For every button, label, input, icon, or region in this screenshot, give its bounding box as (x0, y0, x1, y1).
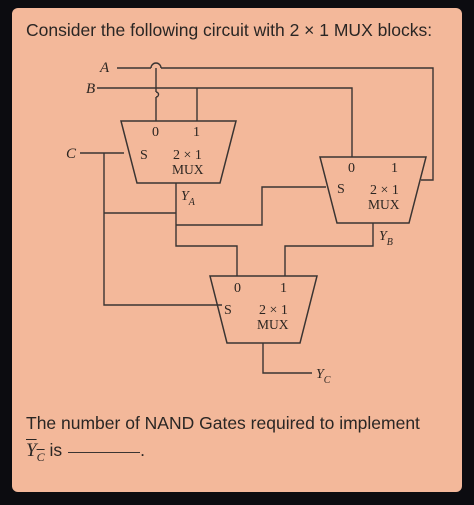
mux-c-in1: 1 (280, 281, 287, 296)
mux-c-output-label: YC (316, 367, 331, 386)
mux-b-output-label: YB (379, 229, 393, 248)
mux-a-name: MUX (172, 162, 204, 177)
mux-b-in0: 0 (348, 161, 355, 176)
question-text: Consider the following circuit with 2 × … (26, 20, 433, 40)
is-text: is (49, 440, 63, 460)
mux-b-size: 2 × 1 (370, 183, 399, 198)
question-footer: The number of NAND Gates required to imp… (26, 410, 420, 471)
wire-mux-a-input-0 (155, 68, 160, 121)
mux-b-select: S (337, 182, 345, 197)
mux-c-name: MUX (257, 317, 289, 332)
mux-c-in0: 0 (234, 281, 241, 296)
input-label-B: B (86, 81, 95, 97)
mux-c-size: 2 × 1 (259, 303, 288, 318)
trailing-period: . (140, 440, 145, 460)
mux-b: 0 1 S 2 × 1 MUX YB (319, 156, 427, 248)
mux-a-output-label: YA (181, 189, 196, 208)
mux-c-body (209, 275, 318, 344)
mux-b-name: MUX (368, 197, 400, 212)
wire-Y-B (284, 223, 374, 276)
mux-a-in0: 0 (152, 125, 159, 140)
answer-blank[interactable] (68, 450, 141, 453)
wire-Y-C (262, 343, 312, 374)
input-label-A: A (99, 60, 110, 76)
mux-a-select: S (140, 148, 148, 163)
wire-A (117, 62, 434, 181)
mux-b-in1: 1 (391, 161, 398, 176)
input-label-C: C (66, 146, 77, 162)
mux-a-in1: 1 (193, 125, 200, 140)
mux-c: 0 1 S 2 × 1 MUX YC (209, 275, 331, 386)
footer-line-2: YC is. (26, 437, 420, 471)
y-c-complement: YC (26, 440, 45, 464)
mux-a: 0 1 S 2 × 1 MUX YA (120, 120, 237, 208)
mux-a-body (120, 120, 237, 184)
footer-line-1: The number of NAND Gates required to imp… (26, 413, 420, 433)
wire-Y-A (104, 183, 238, 276)
mux-c-select: S (224, 303, 232, 318)
wire-feed-mux-b (176, 186, 326, 226)
mux-a-size: 2 × 1 (173, 148, 202, 163)
wire-C (80, 152, 222, 306)
mux-b-body (319, 156, 427, 224)
wire-B (97, 87, 353, 157)
